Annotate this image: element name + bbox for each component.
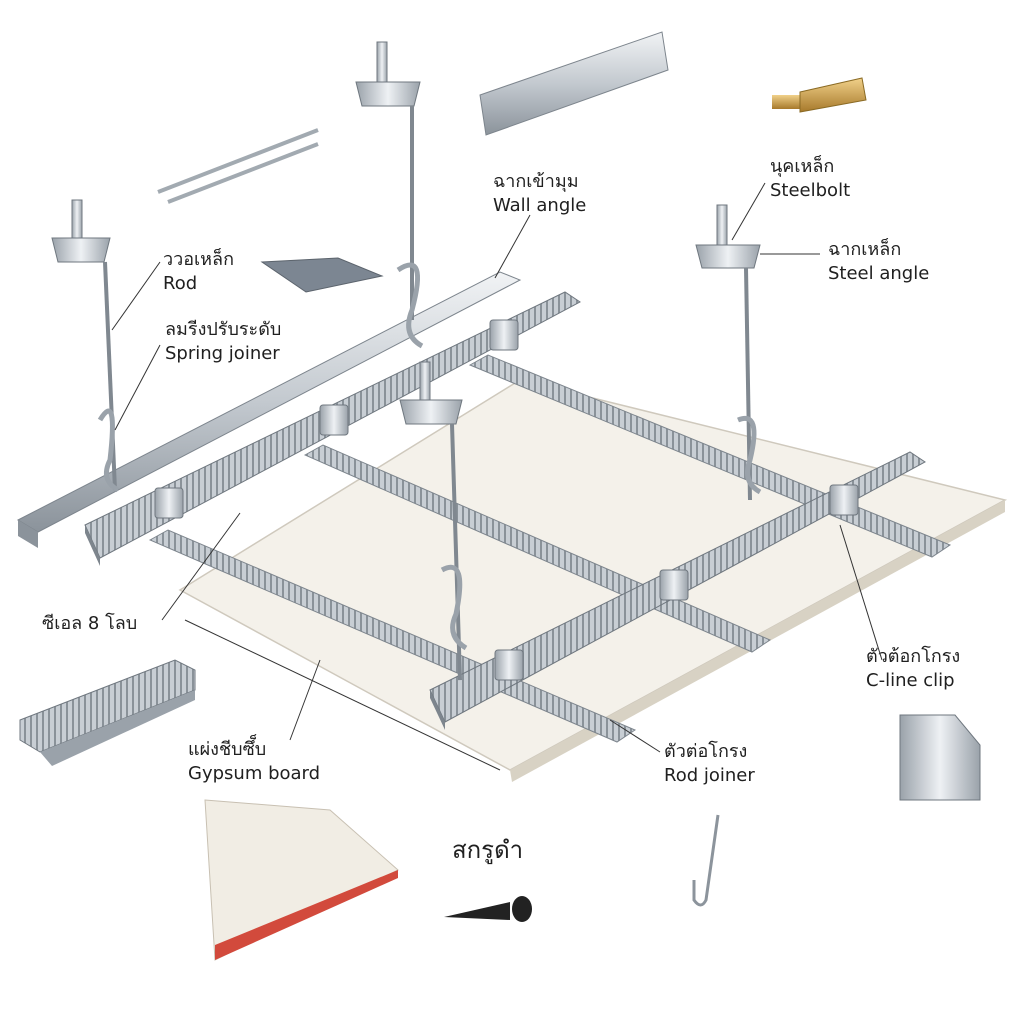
label-steel-angle-th: ฉากเหล็ก: [828, 239, 902, 260]
label-steel-angle: ฉากเหล็ก Steel angle: [828, 238, 929, 286]
label-screw: สกรูดำ: [452, 838, 523, 862]
label-spring-joiner: ลมรีงปรับระดับ Spring joiner: [165, 318, 281, 366]
hanger-assemblies: [51, 41, 762, 681]
label-c-line-th: ซีเอล 8 โลบ: [42, 613, 138, 634]
label-rod-joiner-en: Rod joiner: [664, 765, 755, 786]
label-steelbolt-th: นุคเหล็ก: [770, 156, 835, 177]
label-wall-angle: ฉากเข้ามุม Wall angle: [493, 170, 586, 218]
label-spring-joiner-en: Spring joiner: [165, 343, 280, 364]
c-line-piece: [19, 659, 196, 766]
label-gypsum-board-th: แผ่งชีบซึ็บ: [188, 739, 267, 760]
c-line-clips: [154, 319, 859, 681]
label-steel-angle-en: Steel angle: [828, 263, 930, 284]
label-rod-joiner: ตัวต่อโกรง Rod joiner: [664, 740, 755, 788]
label-c-line-clip: ตัวต้อกโกรง C-line clip: [866, 645, 960, 693]
label-rod-joiner-th: ตัวต่อโกรง: [664, 741, 748, 762]
label-gypsum-board: แผ่งชีบซึ็บ Gypsum board: [188, 738, 320, 786]
label-steelbolt-en: Steelbolt: [770, 180, 851, 201]
label-steelbolt: นุคเหล็ก Steelbolt: [770, 155, 850, 203]
spring-joiner-piece: [260, 257, 384, 293]
anchor-bolt: [772, 77, 867, 113]
label-wall-angle-en: Wall angle: [493, 195, 587, 216]
label-wall-angle-th: ฉากเข้ามุม: [493, 171, 579, 192]
label-rod-th: ววอเหล็ก: [163, 249, 234, 270]
label-c-line-clip-th: ตัวต้อกโกรง: [866, 646, 961, 667]
hook-wire: [692, 814, 720, 907]
rod-pieces: [157, 128, 319, 204]
label-spring-joiner-th: ลมรีงปรับระดับ: [165, 319, 282, 340]
label-rod-en: Rod: [163, 273, 198, 294]
leader-lines: [111, 182, 883, 771]
black-screw: [444, 896, 532, 922]
wall-angle-piece: [479, 31, 669, 136]
label-gypsum-board-en: Gypsum board: [188, 763, 321, 784]
wall-angle: [16, 271, 522, 548]
label-c-line-clip-en: C-line clip: [866, 670, 955, 691]
label-c-line: ซีเอล 8 โลบ: [42, 612, 137, 636]
gypsum-board-piece: [204, 799, 399, 961]
label-rod: ววอเหล็ก Rod: [163, 248, 234, 296]
label-screw-th: สกรูดำ: [452, 836, 524, 864]
c-line-clip-piece: [899, 714, 981, 801]
